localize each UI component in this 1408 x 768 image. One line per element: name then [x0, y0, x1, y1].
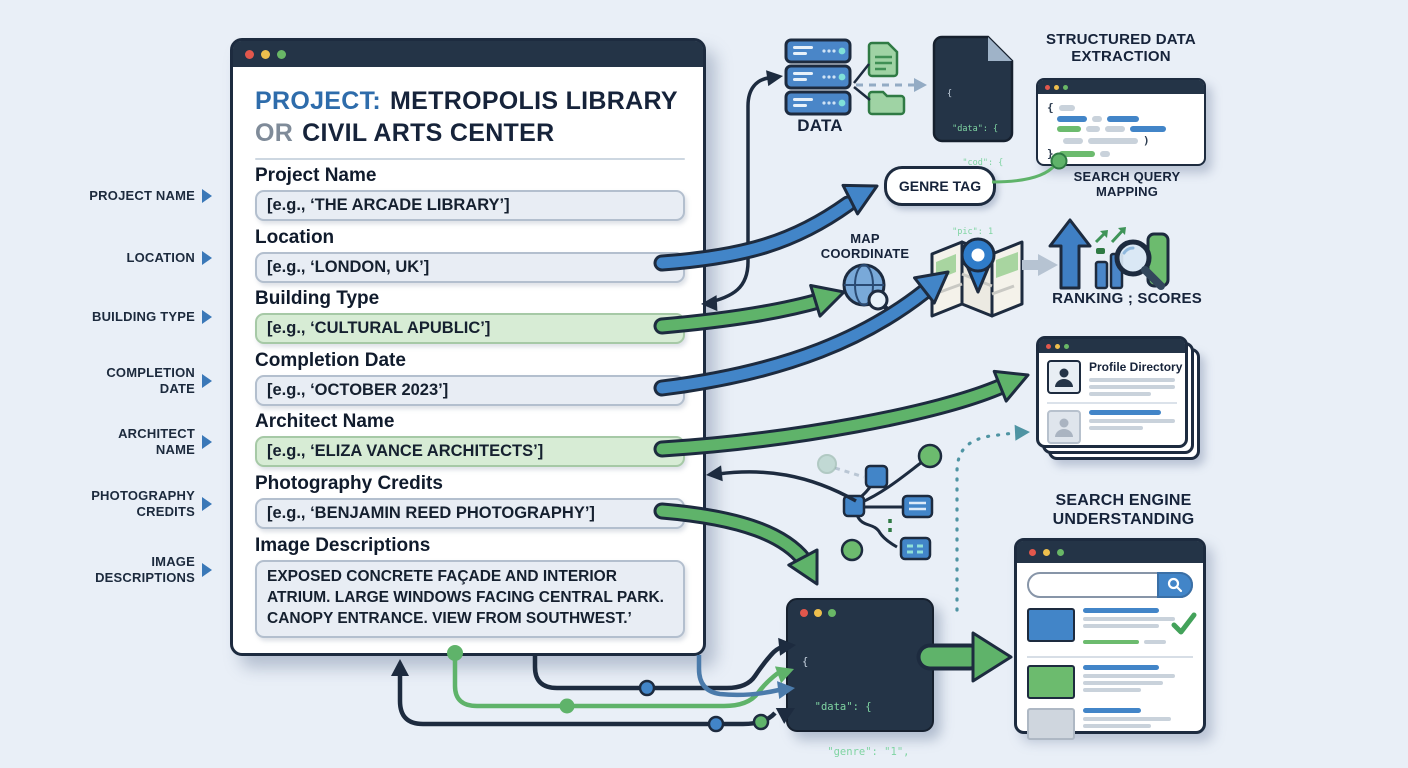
search-query-heading: SEARCH QUERY MAPPING: [1073, 169, 1181, 200]
window-titlebar: [1017, 541, 1203, 563]
building-type-input[interactable]: [e.g., ‘CULTURAL APUBLIC’]: [255, 313, 685, 344]
search-result-row[interactable]: [1027, 664, 1193, 699]
field-label: Image Descriptions: [255, 535, 431, 556]
window-titlebar: [1038, 80, 1204, 94]
structured-data-window: { ) }: [1036, 78, 1206, 166]
knowledge-graph-icon: [817, 443, 943, 562]
maximize-button[interactable]: [277, 49, 286, 59]
map-coordinate-heading: MAP COORDINATE: [820, 231, 910, 262]
result-thumbnail: [1027, 707, 1075, 740]
field-label: Completion Date: [255, 350, 406, 371]
arrow-right-icon: [202, 310, 212, 324]
field-label: Architect Name: [255, 411, 395, 432]
project-name-input[interactable]: [e.g., ‘THE ARCADE LIBRARY’]: [255, 190, 685, 221]
search-button[interactable]: [1157, 572, 1193, 598]
json-file-icon: [932, 34, 1016, 151]
maximize-button: [1063, 84, 1068, 90]
code-skeleton: { ) }: [1038, 94, 1204, 167]
photography-credits-input[interactable]: [e.g., ‘BENJAMIN REED PHOTOGRAPHY’]: [255, 498, 685, 529]
architect-name-input[interactable]: [e.g., ‘ELIZA VANCE ARCHITECTS’]: [255, 436, 685, 467]
profile-directory-card[interactable]: Profile Directory: [1036, 336, 1188, 448]
search-input[interactable]: [1027, 572, 1193, 598]
genre-tag-chip[interactable]: GENRE TAG: [884, 166, 996, 206]
globe-search-icon: [838, 262, 896, 321]
profile-directory-title: Profile Directory: [1089, 360, 1183, 374]
divider: [255, 158, 685, 160]
close-button[interactable]: [245, 49, 254, 59]
field-label: Building Type: [255, 288, 380, 309]
result-thumbnail: [1027, 608, 1075, 642]
profile-row: Profile Directory: [1039, 353, 1185, 396]
arrow-right-icon: [202, 563, 212, 577]
profile-directory-stack: Profile Directory: [1036, 336, 1208, 464]
arrow-right-icon: [202, 189, 212, 203]
left-label-location: LOCATION: [60, 246, 212, 270]
database-stack-icon: [784, 38, 856, 125]
flow-architect-to-profiles: [653, 369, 1030, 458]
folder-icon: [866, 86, 908, 123]
flow-window-to-data: [701, 70, 783, 312]
search-icon: [1167, 577, 1183, 593]
window-titlebar: [233, 41, 703, 67]
flow-completiondate-to-map: [653, 270, 950, 397]
arrow-right-icon: [202, 374, 212, 388]
arrow-right-icon: [202, 497, 212, 511]
check-icon: [1171, 612, 1197, 635]
field-label: Photography Credits: [255, 473, 443, 494]
window-titlebar: [1039, 339, 1185, 353]
search-results-window: [1014, 538, 1206, 740]
structured-data-heading: STRUCTURED DATA EXTRACTION: [1046, 31, 1196, 66]
field-label: Location: [255, 227, 335, 248]
left-label-image-descriptions: IMAGE DESCRIPTIONS: [60, 547, 212, 593]
left-label-building-type: BUILDING TYPE: [60, 305, 212, 329]
flow-code-to-search: [916, 631, 1013, 683]
left-label-project-name: PROJECT NAME: [60, 184, 212, 208]
profile-row: [1039, 409, 1185, 444]
ranking-scores-label: RANKING ; SCORES: [1052, 290, 1202, 307]
avatar: [1047, 409, 1081, 444]
result-thumbnail: [1027, 664, 1075, 699]
search-engine-heading: SEARCH ENGINE UNDERSTANDING: [1052, 492, 1195, 528]
json-code-window: { "data": { "genre": "1", "sote": ... } …: [786, 598, 934, 758]
search-result-row[interactable]: [1027, 707, 1193, 740]
document-icon: [866, 40, 902, 85]
arrow-right-icon: [202, 251, 212, 265]
flow-graph-to-window: [706, 465, 857, 503]
left-label-photography-credits: PHOTOGRAPHY CREDITS: [60, 481, 212, 527]
minimize-button[interactable]: [261, 49, 270, 59]
close-button: [1045, 84, 1050, 90]
data-label: DATA: [797, 116, 843, 135]
ranking-chart-icon: [1046, 218, 1180, 301]
search-result-row[interactable]: [1027, 608, 1197, 649]
window-titlebar: [788, 600, 932, 617]
image-descriptions-textarea[interactable]: EXPOSED CONCRETE FAÇADE AND INTERIOR ATR…: [255, 560, 685, 638]
map-pin-icon: [926, 230, 1030, 325]
location-input[interactable]: [e.g., ‘LONDON, UK’]: [255, 252, 685, 283]
arrow-right-icon: [202, 435, 212, 449]
field-label: Project Name: [255, 165, 377, 186]
minimize-button: [1054, 84, 1059, 90]
json-code-content: { "data": { "genre": "1", "sote": ... } …: [802, 656, 910, 758]
left-label-architect-name: ARCHITECT NAME: [60, 419, 212, 465]
left-label-completion-date: COMPLETION DATE: [60, 358, 212, 404]
completion-date-input[interactable]: [e.g., ‘OCTOBER 2023’]: [255, 375, 685, 406]
avatar: [1047, 360, 1081, 394]
